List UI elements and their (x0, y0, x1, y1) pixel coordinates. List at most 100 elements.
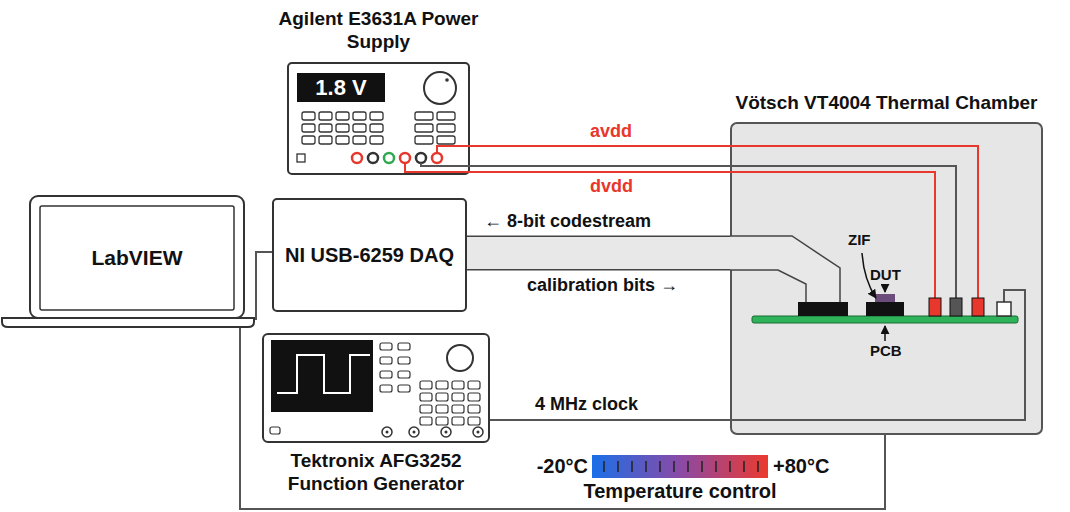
ribbon-outline (467, 236, 730, 271)
drawing-path (730, 146, 978, 298)
wire-connector (470, 166, 730, 167)
drawing-line (631, 461, 633, 472)
node-title: LabVIEW (42, 208, 232, 308)
function-generator: Tektronix AFG3252 Function Generator (262, 333, 490, 443)
wire-line (240, 328, 885, 509)
signal-label: calibration bits → (527, 275, 678, 297)
drawing-rect (420, 381, 432, 389)
drawing-rect (468, 393, 480, 401)
edge-label: avdd (590, 121, 632, 143)
drawing-line (673, 461, 675, 472)
drawing-path (730, 166, 956, 298)
ribbon-fill (467, 237, 730, 269)
drawing-rect (336, 136, 349, 144)
wire-connector (256, 252, 272, 320)
drawing-rect (592, 455, 768, 478)
drawing-rect (380, 385, 392, 392)
drawing-rect (452, 393, 464, 401)
drawing-rect (297, 73, 385, 102)
drawing-path (884, 326, 886, 341)
drawing-rect (370, 112, 383, 120)
wire-connector (490, 420, 730, 421)
drawing-rect (415, 112, 433, 120)
node-title: Agilent E3631A Power Supply (277, 4, 480, 58)
drawing-rect (297, 154, 305, 162)
drawing-circle (384, 153, 394, 163)
drawing-circle (473, 427, 483, 437)
drawing-rect (353, 112, 366, 120)
drawing-line (743, 461, 745, 472)
edge-label: dvdd (590, 176, 633, 198)
drawing-circle (445, 78, 449, 82)
drawing-line (659, 461, 661, 472)
display-readout: 1.8 V (297, 73, 385, 102)
drawing-rect (437, 124, 455, 132)
drawing-rect (798, 302, 848, 316)
drawing-circle (368, 153, 378, 163)
drawing-rect (415, 136, 433, 144)
part-label: ZIF (848, 231, 871, 249)
drawing-line (729, 461, 731, 472)
drawing-rect (468, 381, 480, 389)
drawing-rect (972, 298, 984, 316)
drawing-circle (400, 153, 410, 163)
drawing-rect (380, 357, 392, 364)
drawing-path (730, 172, 935, 298)
drawing-rect (319, 112, 332, 120)
drawing-line (757, 461, 759, 472)
drawing-rect (273, 199, 466, 311)
daq-box: NI USB-6259 DAQ (272, 198, 467, 312)
drawing-rect (271, 340, 373, 412)
drawing-rect (398, 371, 410, 378)
wire-connector (470, 172, 730, 173)
function-generator-outline (262, 333, 490, 443)
drawing-rect (997, 302, 1011, 316)
drawing-rect (30, 196, 244, 318)
wire-line (256, 252, 272, 320)
drawing-line (645, 461, 647, 472)
drawing-line (701, 461, 703, 472)
drawing-path (277, 355, 370, 393)
drawing-circle (416, 153, 426, 163)
drawing-rect (370, 136, 383, 144)
drawing-rect (452, 417, 464, 425)
edge-label: 4 MHz clock (535, 394, 638, 416)
drawing-rect (353, 136, 366, 144)
node-title: NI USB-6259 DAQ (280, 204, 459, 306)
part-label: DUT (870, 266, 901, 284)
drawing-rect (398, 343, 410, 350)
drawing-rect (302, 112, 315, 120)
node-title: Tektronix AFG3252 Function Generator (250, 445, 502, 501)
drawing-rect (263, 334, 489, 442)
wire-connector (470, 146, 730, 147)
ribbon-cable (467, 253, 730, 254)
drawing-g (604, 461, 758, 472)
drawing-path (421, 163, 470, 166)
drawing-circle (477, 431, 480, 434)
part-label: PCB (870, 342, 902, 360)
drawing-rect (420, 417, 432, 425)
drawing-circle (432, 153, 442, 163)
drawing-circle (445, 431, 448, 434)
drawing-rect (437, 136, 455, 144)
drawing-rect (319, 136, 332, 144)
drawing-rect (288, 63, 469, 174)
signal-label: ← 8-bit codestream (484, 211, 651, 233)
wire-line (470, 171, 730, 173)
laptop: LabVIEW (0, 195, 256, 328)
drawing-circle (352, 153, 362, 163)
drawing-path (884, 285, 886, 292)
drawing-rect (752, 316, 1018, 323)
temperature-caption: Temperature control (560, 479, 800, 503)
node-title: Vötsch VT4004 Thermal Chamber (708, 89, 1065, 117)
drawing-rect (436, 393, 448, 401)
drawing-circle (441, 427, 451, 437)
drawing-rect (370, 124, 383, 132)
drawing-circle (447, 345, 473, 371)
power-supply-outline (287, 62, 470, 175)
temperature-value: -20°C (520, 454, 588, 478)
drawing-path (730, 236, 840, 302)
drawing-circle (382, 427, 392, 437)
drawing-rect (436, 405, 448, 413)
